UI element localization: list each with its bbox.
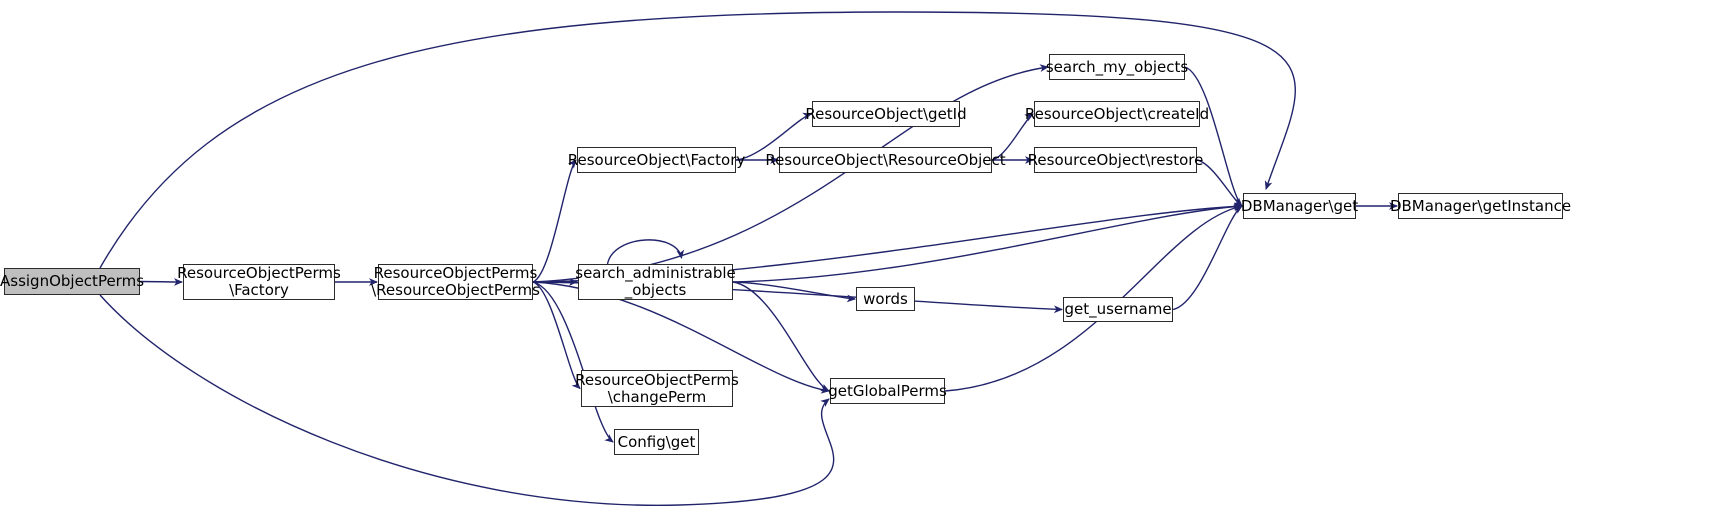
edge-searchAdministrableObjects-to-searchAdministrableObjects: [606, 239, 685, 265]
graph-node-resourceObjectPermsChangePerm[interactable]: ResourceObjectPerms \changePerm: [575, 370, 739, 407]
edge-searchAdministrableObjects-to-dbManagerGet: [732, 202, 1243, 283]
graph-node-words[interactable]: words: [856, 287, 915, 311]
graph-node-resourceObjectFactory[interactable]: ResourceObject\Factory: [568, 147, 745, 173]
edge-resourceObjectPermsResourceObjectPerms-to-configGet: [532, 281, 614, 443]
graph-node-label: ResourceObjectPerms \changePerm: [575, 370, 739, 406]
edge-searchAdministrableObjects-to-words: [732, 281, 856, 303]
graph-node-label: ResourceObjectPerms \ResourceObjectPerms: [371, 264, 540, 299]
edge-resourceObjectResourceObject-to-resourceObjectCreateId: [991, 113, 1034, 161]
graph-node-label: ResourceObject\getId: [805, 104, 967, 123]
graph-node-label: get_username: [1064, 300, 1172, 318]
edge-getUsername-to-dbManagerGet: [1172, 205, 1243, 311]
edge-resourceObjectPermsResourceObjectPerms-to-searchMyObjects: [532, 64, 1049, 283]
graph-node-label: ResourceObject\createId: [1024, 104, 1210, 123]
graph-node-label: ResourceObject\restore: [1027, 150, 1204, 169]
graph-node-label: DBManager\get: [1240, 196, 1359, 215]
graph-node-label: DBManager\getInstance: [1389, 196, 1572, 215]
edge-assignObjectPerms-to-resourceObjectPermsFactory: [139, 278, 183, 286]
graph-node-label: search_administrable _objects: [575, 264, 736, 299]
edge-assignObjectPerms-to-getGlobalPerms: [99, 294, 835, 506]
graph-node-label: search_my_objects: [1045, 57, 1189, 76]
graph-node-resourceObjectPermsResourceObjectPerms[interactable]: ResourceObjectPerms \ResourceObjectPerms: [371, 264, 540, 300]
graph-node-resourceObjectGetId[interactable]: ResourceObject\getId: [805, 101, 967, 127]
edge-searchMyObjects-to-dbManagerGet: [1184, 66, 1243, 207]
graph-node-dbManagerGetInstance[interactable]: DBManager\getInstance: [1390, 193, 1571, 219]
edge-resourceObjectFactory-to-resourceObjectGetId: [735, 112, 812, 161]
edge-assignObjectPerms-to-dbManagerGet: [99, 11, 1296, 269]
graph-node-getGlobalPerms[interactable]: getGlobalPerms: [828, 378, 947, 404]
graph-node-label: ResourceObject\ResourceObject: [765, 150, 1006, 169]
edge-resourceObjectPermsResourceObjectPerms-to-resourceObjectPermsChangePerm: [532, 281, 581, 390]
edge-searchAdministrableObjects-to-getGlobalPerms: [732, 281, 830, 392]
graph-node-label: Config\get: [617, 432, 696, 451]
graph-node-dbManagerGet[interactable]: DBManager\get: [1241, 193, 1358, 219]
graph-node-resourceObjectPermsFactory[interactable]: ResourceObjectPerms \Factory: [177, 264, 341, 300]
graph-node-label: words: [863, 289, 908, 308]
graph-node-assignObjectPerms[interactable]: AssignObjectPerms: [0, 268, 144, 295]
graph-node-label: getGlobalPerms: [828, 381, 947, 400]
edge-resourceObjectPermsResourceObjectPerms-to-resourceObjectFactory: [532, 159, 577, 283]
graph-node-searchMyObjects[interactable]: search_my_objects: [1046, 54, 1188, 80]
graph-node-label: AssignObjectPerms: [0, 272, 145, 290]
graph-node-searchAdministrableObjects[interactable]: search_administrable _objects: [575, 264, 736, 300]
graph-node-label: ResourceObject\Factory: [567, 150, 746, 169]
graph-node-resourceObjectCreateId[interactable]: ResourceObject\createId: [1025, 101, 1209, 127]
graph-node-getUsername[interactable]: get_username: [1063, 297, 1173, 322]
graph-node-resourceObjectRestore[interactable]: ResourceObject\restore: [1028, 147, 1203, 173]
graph-node-label: ResourceObjectPerms \Factory: [177, 264, 341, 299]
graph-node-configGet[interactable]: Config\get: [614, 429, 699, 455]
graph-node-resourceObjectResourceObject[interactable]: ResourceObject\ResourceObject: [765, 147, 1006, 173]
